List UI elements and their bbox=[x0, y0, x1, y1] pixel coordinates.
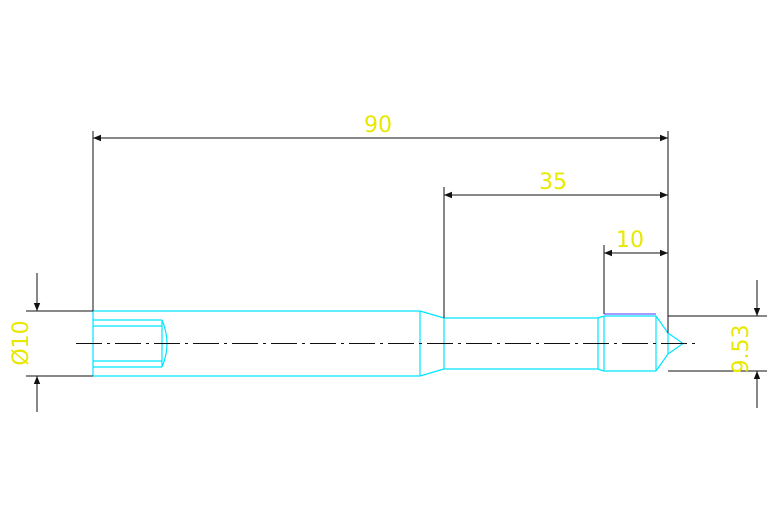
step-transition-bottom bbox=[419, 368, 445, 377]
dim-label-overall: 90 bbox=[364, 113, 392, 138]
step-transition-top bbox=[419, 310, 445, 319]
dim-label-dia-left: Ø10 bbox=[9, 320, 34, 365]
dim-label-dia-right: 9.53 bbox=[729, 325, 754, 374]
dimension-labels: 90 35 10 Ø10 9.53 bbox=[9, 113, 754, 373]
dimension-lines bbox=[26, 131, 767, 412]
dim-label-step: 35 bbox=[539, 170, 567, 195]
dim-label-tip: 10 bbox=[616, 228, 644, 253]
